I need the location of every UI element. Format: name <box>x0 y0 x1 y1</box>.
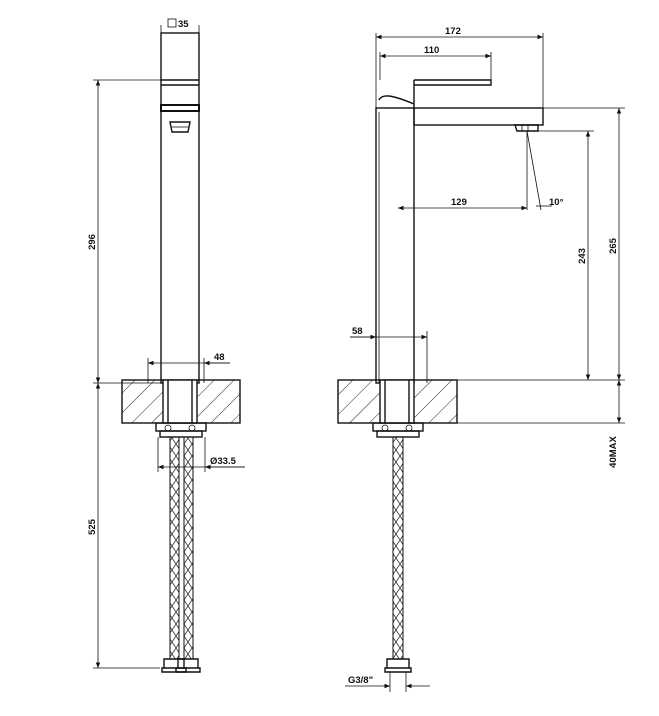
dim-thread-size: G3/8" <box>348 675 373 686</box>
side-dimensions: 172 110 129 10° 243 265 58 40MAX <box>345 26 625 692</box>
side-spout <box>413 107 544 126</box>
side-hose <box>392 436 404 660</box>
dim-max-deck-thickness: 40MAX <box>608 436 619 468</box>
side-view <box>337 79 625 673</box>
side-aerator <box>514 124 539 132</box>
dim-spout-angle: 10° <box>549 197 564 208</box>
dim-square-section: 35 <box>178 19 189 30</box>
dim-body-width: 58 <box>352 326 363 337</box>
front-hose-fitting-right <box>175 658 201 673</box>
front-hose-fitting-left <box>161 658 187 673</box>
front-hose-left <box>169 436 180 660</box>
dim-hole-diameter: Ø33.5 <box>210 456 237 467</box>
front-dimensions: 35 296 48 Ø33.5 525 <box>87 18 245 669</box>
dim-overall-depth: 172 <box>445 26 461 37</box>
side-body <box>375 107 415 384</box>
side-hose-fitting <box>384 658 412 673</box>
side-handle <box>414 79 492 86</box>
side-fixing-nut <box>372 422 424 432</box>
front-aerator <box>169 121 191 133</box>
front-fixing-nut <box>155 422 207 432</box>
dim-base-width: 48 <box>214 352 225 363</box>
dim-outlet-height: 243 <box>577 248 588 264</box>
dim-handle-length: 110 <box>424 45 439 56</box>
dim-total-height: 296 <box>87 234 98 250</box>
front-hose-right <box>183 436 194 660</box>
dim-hose-length: 525 <box>87 518 98 535</box>
dim-spout-height: 265 <box>608 237 619 254</box>
front-view <box>121 32 241 673</box>
front-handle-band <box>160 104 200 112</box>
dim-spout-reach: 129 <box>451 197 467 208</box>
